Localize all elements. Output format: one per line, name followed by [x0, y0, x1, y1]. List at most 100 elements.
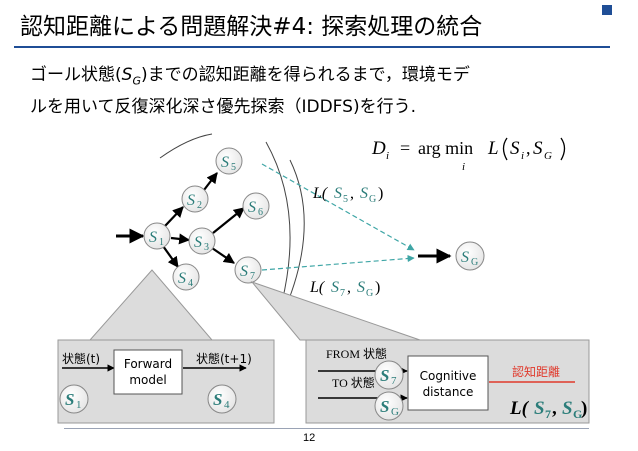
- node-circle-s4: [172, 263, 200, 291]
- footer-rule: [64, 428, 589, 429]
- edge-label-top-g: S: [360, 185, 368, 202]
- node-circle-s6: [242, 192, 270, 220]
- edge-label-bottom-s-sub: 7: [340, 288, 345, 299]
- node-label-s1: S: [149, 229, 157, 246]
- forward-model-panel: 状態(t) 状態(t+1) Forward model S 1 S 4: [57, 339, 275, 424]
- formula-argmin: arg min: [418, 138, 473, 158]
- edge-label-top-sep: ,: [350, 185, 354, 202]
- cognitive-distance-panel: FROM 状態 TO 状態 Cognitive distance 認知距離 S …: [305, 339, 590, 424]
- forward-model-label-1: Forward: [124, 357, 172, 371]
- cognitive-model-box: [407, 355, 489, 411]
- cognitive-result-g-sub: G: [573, 407, 582, 421]
- horizon-arc-outer: [281, 159, 305, 317]
- body-line1-post: )までの認知距離を得られるまで，環境モデ: [140, 65, 470, 85]
- title-underline: [14, 46, 610, 48]
- tree-node-s6: S 6: [242, 192, 270, 220]
- forward-model-label-2: model: [129, 373, 166, 387]
- cognitive-result-func: L(: [509, 398, 530, 419]
- edge-s1-s3: [170, 233, 191, 245]
- body-sym-g: G: [132, 74, 141, 88]
- formula-arg1: S: [510, 138, 520, 159]
- node-circle-s7: [234, 256, 262, 284]
- edge-label-bottom-g: S: [357, 279, 365, 296]
- edge-label-bottom-g-sub: G: [366, 288, 373, 299]
- edge-label-bottom-func: L(: [309, 279, 326, 296]
- edge-s2-s5: [203, 172, 218, 191]
- dashed-s7-to-sg: [261, 254, 415, 271]
- forward-output-label: 状態(t+1): [196, 351, 252, 366]
- formula-lhs-sub: i: [386, 150, 389, 162]
- forward-model-box: [113, 349, 183, 395]
- cognitive-result: L( S 7 , S G ): [509, 398, 587, 421]
- edge-label-bottom: L( S 7 , S G ): [309, 279, 380, 299]
- formula-equals: =: [400, 138, 410, 158]
- edge-label-top-s: S: [334, 185, 342, 202]
- forward-input-label: 状態(t): [62, 351, 100, 366]
- tree-node-s7: S 7: [234, 256, 262, 284]
- node-circle-s3: [188, 227, 216, 255]
- forward-in-node: [59, 384, 89, 414]
- formula-arg2-sub: G: [544, 150, 552, 162]
- formula-arg2: S: [533, 138, 543, 159]
- node-circle-s1: [143, 222, 171, 250]
- cognitive-node-sg-label: S: [380, 397, 389, 416]
- node-label-s7: S: [240, 263, 248, 280]
- cognitive-result-g: S: [562, 398, 573, 419]
- cognitive-result-sep: ,: [552, 398, 557, 419]
- body-line2: ルを用いて反復深化深さ優先探索（IDDFS)を行う.: [30, 97, 416, 118]
- cognitive-node-sg: [374, 391, 404, 421]
- formula-close-paren: [560, 137, 566, 161]
- node-circle-s2: [181, 185, 209, 213]
- edge-label-top-func: L(: [312, 185, 329, 202]
- tree-node-sg: S G: [455, 241, 485, 271]
- forward-in-node-label: S: [65, 390, 74, 409]
- edge-label-top-close: ): [378, 185, 383, 202]
- node-sub-s7: 7: [250, 271, 255, 282]
- cognitive-to-label: TO 状態: [332, 375, 375, 390]
- cognitive-result-close: ): [581, 398, 587, 419]
- node-circle-sg: [455, 241, 485, 271]
- node-label-sg: S: [461, 249, 469, 266]
- cognitive-model-label-2: distance: [423, 385, 474, 399]
- cognitive-result-s: S: [534, 398, 545, 419]
- node-sub-s5: 5: [231, 162, 236, 173]
- edge-s1-s4: [162, 245, 179, 268]
- cognitive-output-label: 認知距離: [512, 364, 560, 379]
- tree-node-s5: S 5: [215, 147, 243, 175]
- node-label-s6: S: [248, 199, 256, 216]
- dashed-s5-to-sg: [261, 163, 415, 251]
- formula-comma: ,: [526, 138, 531, 158]
- formula-arg1-sub: i: [521, 150, 524, 162]
- edge-s3-s7: [211, 247, 235, 264]
- edge-label-bottom-sep: ,: [347, 279, 351, 296]
- slide-body-text: ゴール状態(SG)までの認知距離を得られるまで，環境モデ ルを用いて反復深化深さ…: [30, 62, 620, 121]
- tree-node-s3: S 3: [188, 227, 216, 255]
- node-label-s5: S: [221, 154, 229, 171]
- node-label-s3: S: [194, 234, 202, 251]
- horizon-arc-middle: [265, 141, 291, 303]
- tree-node-s1: S 1: [143, 222, 171, 250]
- node-circle-s5: [215, 147, 243, 175]
- node-sub-s3: 3: [204, 242, 209, 253]
- formula-open-paren: [502, 137, 508, 161]
- node-sub-sg: G: [471, 257, 478, 268]
- edge-s3-s6: [212, 207, 245, 234]
- body-line1-pre: ゴール状態(: [30, 65, 122, 85]
- edge-label-top-s-sub: 5: [343, 194, 348, 205]
- tree-edges: [116, 172, 452, 268]
- cognitive-node-sg-sub: G: [391, 406, 399, 418]
- edge-label-bottom-s: S: [331, 279, 339, 296]
- slide-title: 認知距離による問題解決#4: 探索処理の統合: [20, 14, 483, 40]
- forward-out-node: [207, 384, 237, 414]
- formula-func: L: [487, 138, 499, 159]
- node-label-s2: S: [187, 192, 195, 209]
- node-label-s4: S: [178, 270, 186, 287]
- formula: D i = arg min i L S i , S G: [371, 137, 566, 173]
- cognitive-node-s7-sub: 7: [391, 375, 397, 387]
- edge-label-top: L( S 5 , S G ): [312, 185, 383, 205]
- cognitive-node-s7: [374, 360, 404, 390]
- page-number: 12: [303, 432, 316, 444]
- forward-out-node-label: S: [213, 390, 222, 409]
